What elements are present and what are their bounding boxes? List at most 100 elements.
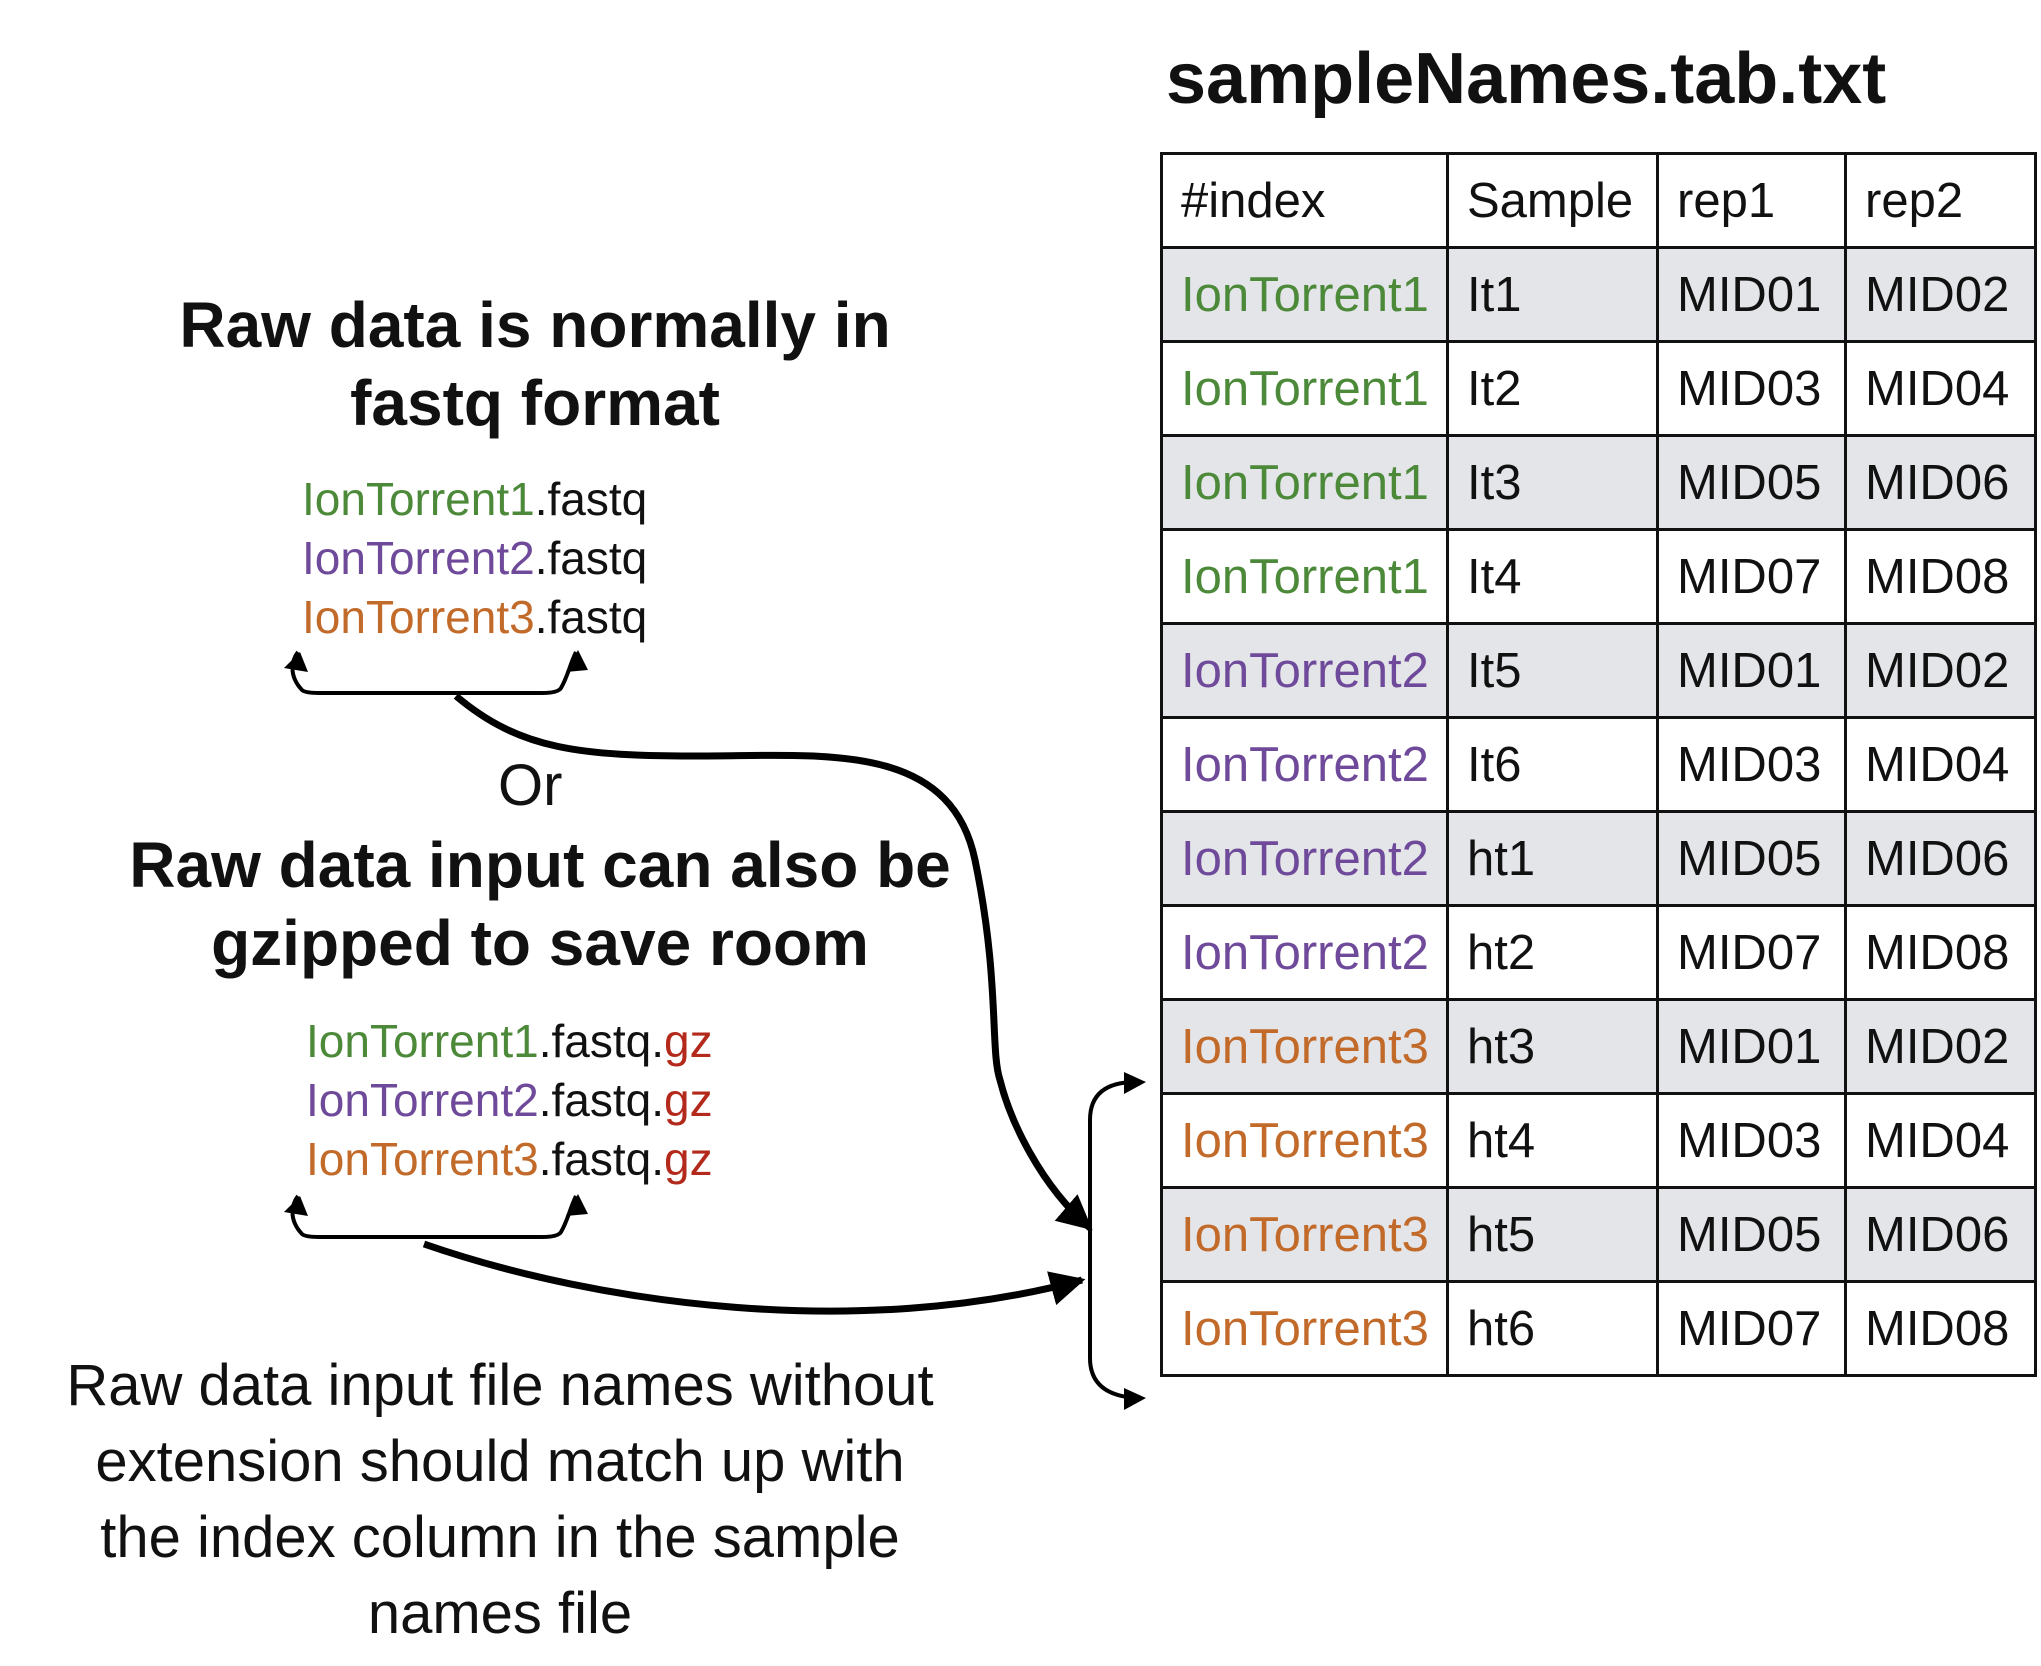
ion-torrent3-bracket	[1088, 1080, 1137, 1400]
rep1-cell: MID03	[1656, 1092, 1847, 1189]
sample-cell: It2	[1446, 340, 1659, 437]
fastq-file-item: IonTorrent1.fastq	[302, 470, 647, 529]
index-cell: IonTorrent2	[1160, 904, 1449, 1001]
fastq-file-item: IonTorrent3.fastq	[302, 588, 647, 647]
index-cell: IonTorrent1	[1160, 528, 1449, 625]
gz-suffix: gz	[664, 1074, 713, 1126]
fastq-heading-line2: fastq format	[350, 367, 720, 439]
index-cell: IonTorrent1	[1160, 340, 1449, 437]
note-line: the index column in the sample	[100, 1505, 900, 1570]
fastq-to-table-arrow	[453, 693, 1093, 1231]
rep1-cell: MID07	[1656, 1280, 1847, 1377]
header-cell-sample: Sample	[1446, 152, 1659, 249]
gz-heading-line2: gzipped to save room	[211, 907, 869, 979]
bracket-bottom-arrowhead	[1124, 1388, 1146, 1410]
sample-cell: ht4	[1446, 1092, 1659, 1189]
index-cell: IonTorrent3	[1160, 1280, 1449, 1377]
table-title: sampleNames.tab.txt	[1166, 39, 1887, 119]
file-extension: .fastq	[534, 473, 648, 525]
gz-heading: Raw data input can also be gzipped to sa…	[60, 826, 1020, 982]
rep2-cell: MID02	[1844, 622, 2037, 719]
sample-cell: ht3	[1446, 998, 1659, 1095]
gz-file-item: IonTorrent3.fastq.gz	[306, 1130, 713, 1189]
fastq-brace-left-tip	[284, 652, 308, 672]
note-line: names file	[367, 1581, 633, 1646]
sample-cell: ht6	[1446, 1280, 1659, 1377]
fastq-brace	[290, 650, 578, 695]
sample-cell: It1	[1446, 246, 1659, 343]
index-cell: IonTorrent3	[1160, 1092, 1449, 1189]
rep1-cell: MID05	[1656, 1186, 1847, 1283]
index-cell: IonTorrent2	[1160, 810, 1449, 907]
file-extension: .fastq.	[538, 1133, 664, 1185]
rep2-cell: MID02	[1844, 998, 2037, 1095]
file-extension: .fastq.	[538, 1074, 664, 1126]
sample-cell: It3	[1446, 434, 1659, 531]
or-label: Or	[498, 753, 563, 818]
file-index: IonTorrent1	[302, 473, 535, 525]
index-cell: IonTorrent2	[1160, 716, 1449, 813]
file-index: IonTorrent3	[306, 1133, 539, 1185]
bracket-top-arrowhead	[1124, 1072, 1146, 1094]
file-index: IonTorrent3	[302, 591, 535, 643]
fastq-file-list: IonTorrent1.fastq IonTorrent2.fastq IonT…	[302, 470, 647, 647]
rep2-cell: MID04	[1844, 716, 2037, 813]
rep1-cell: MID01	[1656, 998, 1847, 1095]
rep1-cell: MID05	[1656, 434, 1847, 531]
gz-suffix: gz	[664, 1133, 713, 1185]
gz-file-item: IonTorrent2.fastq.gz	[306, 1071, 713, 1130]
rep2-cell: MID06	[1844, 1186, 2037, 1283]
gz-file-item: IonTorrent1.fastq.gz	[306, 1012, 713, 1071]
header-cell-index: #index	[1160, 152, 1449, 249]
rep2-cell: MID04	[1844, 1092, 2037, 1189]
rep1-cell: MID03	[1656, 716, 1847, 813]
fastq-heading: Raw data is normally in fastq format	[60, 286, 1010, 442]
gz-brace-right-tip	[566, 1194, 588, 1216]
note-line: Raw data input file names without	[66, 1353, 934, 1418]
table-header-row: #index Sample rep1 rep2	[1160, 152, 2037, 249]
file-index: IonTorrent2	[306, 1074, 539, 1126]
index-cell: IonTorrent1	[1160, 246, 1449, 343]
header-cell-rep1: rep1	[1656, 152, 1847, 249]
gz-brace	[290, 1194, 578, 1239]
sample-cell: It6	[1446, 716, 1659, 813]
rep1-cell: MID05	[1656, 810, 1847, 907]
rep2-cell: MID08	[1844, 1280, 2037, 1377]
note-line: extension should match up with	[95, 1429, 905, 1494]
header-cell-rep2: rep2	[1844, 152, 2037, 249]
rep1-cell: MID01	[1656, 622, 1847, 719]
index-cell: IonTorrent2	[1160, 622, 1449, 719]
rep1-cell: MID07	[1656, 528, 1847, 625]
sample-cell: It5	[1446, 622, 1659, 719]
gz-to-table-arrow	[422, 1240, 1086, 1315]
gz-file-list: IonTorrent1.fastq.gz IonTorrent2.fastq.g…	[306, 1012, 713, 1189]
index-cell: IonTorrent3	[1160, 1186, 1449, 1283]
file-extension: .fastq	[534, 591, 648, 643]
sample-cell: It4	[1446, 528, 1659, 625]
rep2-cell: MID08	[1844, 904, 2037, 1001]
file-extension: .fastq	[534, 532, 648, 584]
index-cell: IonTorrent1	[1160, 434, 1449, 531]
gz-brace-left-tip	[284, 1196, 308, 1216]
index-cell: IonTorrent3	[1160, 998, 1449, 1095]
sample-cell: ht2	[1446, 904, 1659, 1001]
rep2-cell: MID02	[1844, 246, 2037, 343]
fastq-brace-right-tip	[566, 650, 588, 672]
gz-suffix: gz	[664, 1015, 713, 1067]
gz-heading-line1: Raw data input can also be	[129, 829, 951, 901]
rep2-cell: MID08	[1844, 528, 2037, 625]
file-extension: .fastq.	[538, 1015, 664, 1067]
sample-cell: ht5	[1446, 1186, 1659, 1283]
rep1-cell: MID01	[1656, 246, 1847, 343]
